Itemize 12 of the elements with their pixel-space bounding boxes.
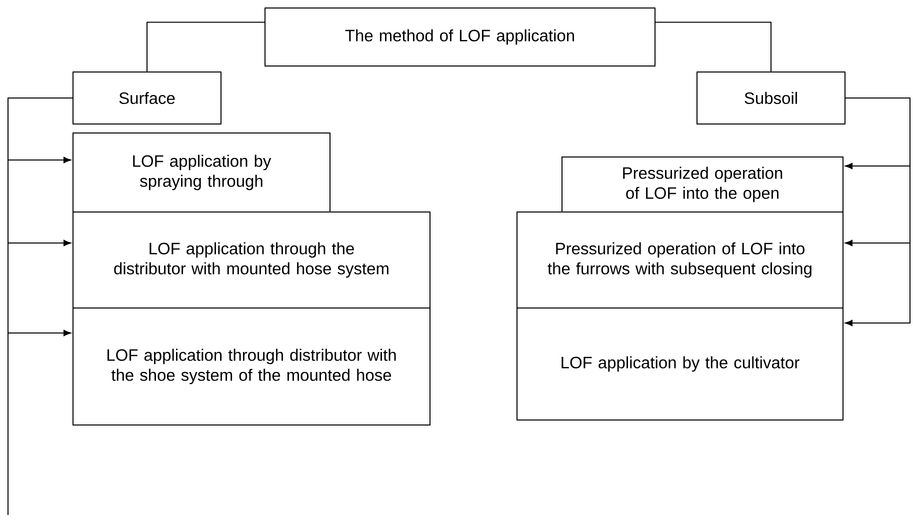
method-box: LOF application by spraying through [72, 132, 330, 212]
connector-line [655, 22, 772, 72]
method-box: LOF application through distributor with the shoe system of the mounted hose [72, 307, 430, 426]
category-box: Subsoil [696, 72, 846, 124]
connector-line [146, 22, 265, 72]
category-box: Surface [72, 72, 222, 124]
heading-box: The method of LOF application [264, 8, 656, 66]
arrow [8, 98, 73, 336]
method-box: Pressurized operation of LOF into the open [562, 156, 844, 212]
method-box: LOF application through the distributor with mounted hose system [72, 212, 430, 308]
arrow [845, 98, 910, 326]
method-box: LOF application by the cultivator [516, 307, 844, 420]
